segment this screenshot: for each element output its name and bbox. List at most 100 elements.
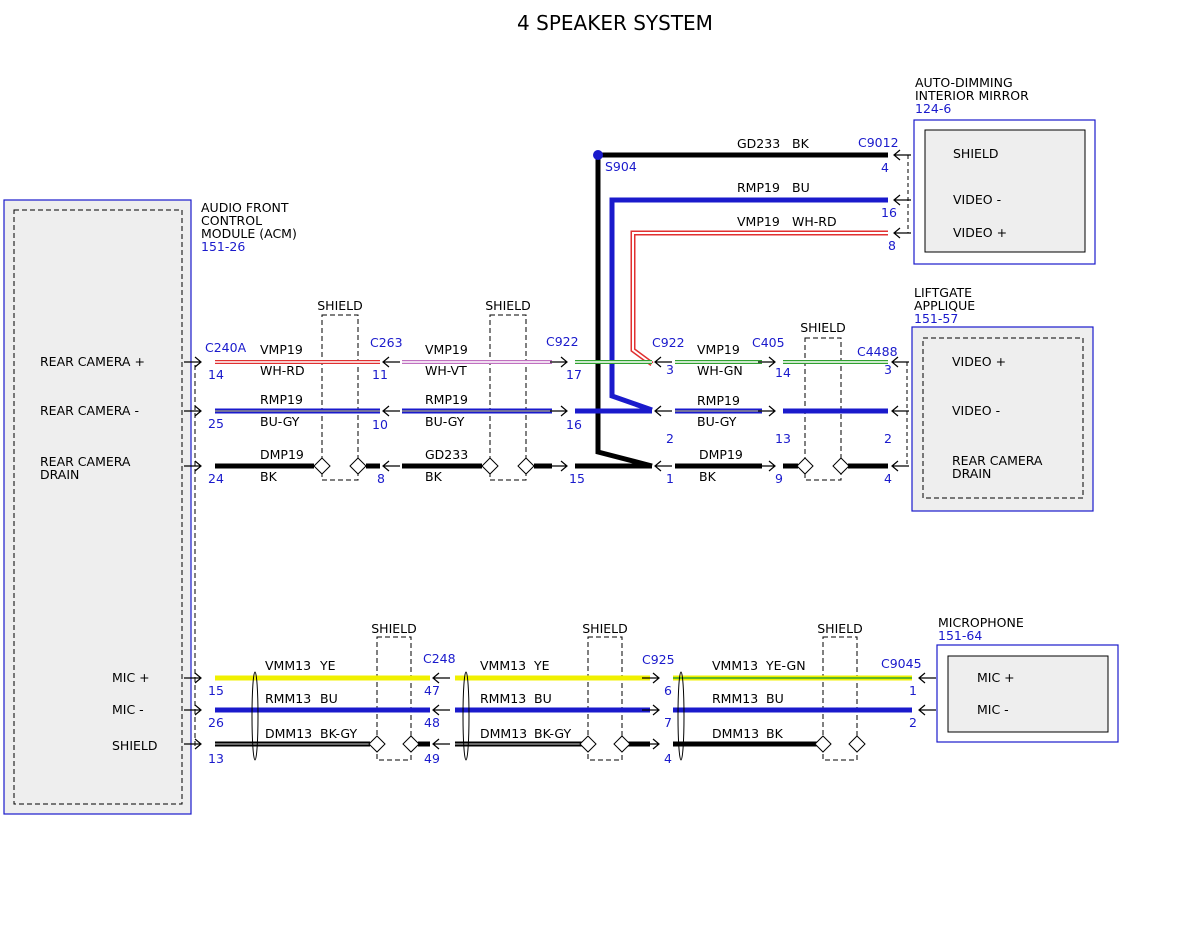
liftgate-pin-drain-1: REAR CAMERA <box>952 453 1043 468</box>
circuit-dmp19-s1-id: DMP19 <box>260 447 304 462</box>
mirror-name-line-2: INTERIOR MIRROR <box>915 88 1029 103</box>
connector-c922-a: C922 <box>546 334 579 349</box>
circuit-rmp19-s1-id: RMP19 <box>260 392 303 407</box>
connector-arrow-left <box>432 704 450 716</box>
circuit-rmm13-m3-id: RMM13 <box>712 691 758 706</box>
pin-acm-25: 25 <box>208 416 224 431</box>
circuit-vmp19-top-id: VMP19 <box>737 214 780 229</box>
pin-c4488-4: 4 <box>884 471 892 486</box>
connector-arrow-right <box>184 672 202 684</box>
acm-pin-rear-camera-plus: REAR CAMERA + <box>40 354 145 369</box>
circuit-dmm13-m1-id: DMM13 <box>265 726 312 741</box>
acm-name-line-3: MODULE (ACM) <box>201 226 297 241</box>
circuit-dmm13-m3-color: BK <box>766 726 784 741</box>
pin-acm-26: 26 <box>208 715 224 730</box>
pin-c405-9: 9 <box>775 471 783 486</box>
pin-c405-13: 13 <box>775 431 791 446</box>
shield-box-6: SHIELD <box>817 621 863 761</box>
circuit-vmm13-m1-color: YE <box>319 658 336 673</box>
mirror-ref: 124-6 <box>915 101 951 116</box>
shield-label-4: SHIELD <box>371 621 417 636</box>
microphone-pin-mic-plus: MIC + <box>977 670 1015 685</box>
liftgate-pin-drain-2: DRAIN <box>952 466 991 481</box>
connector-arrow-left <box>654 460 672 472</box>
microphone-module: MICROPHONE 151-64 MIC + MIC - <box>936 615 1119 743</box>
mirror-pin-video-minus: VIDEO - <box>953 192 1001 207</box>
pin-c248-48: 48 <box>424 715 440 730</box>
circuit-dmp19-s1-color: BK <box>260 469 278 484</box>
circuit-gd233-top-id: GD233 <box>737 136 780 151</box>
pin-c922b-3: 3 <box>666 362 674 377</box>
twisted-pair-marks <box>251 671 685 761</box>
connector-arrow-left <box>382 405 400 417</box>
connector-c248: C248 <box>423 651 456 666</box>
shield-label-1: SHIELD <box>317 298 363 313</box>
circuit-dmm13-m2-id: DMM13 <box>480 726 527 741</box>
circuit-dmp19-s3-color: BK <box>699 469 717 484</box>
microphone-pin-mic-minus: MIC - <box>977 702 1009 717</box>
connector-arrow-right <box>758 460 776 472</box>
acm-pin-shield: SHIELD <box>112 738 158 753</box>
shield-terminals-camera <box>313 457 850 475</box>
circuit-gd233-top-color: BK <box>792 136 810 151</box>
splice-label: S904 <box>605 159 637 174</box>
acm-name-line-2: CONTROL <box>201 213 262 228</box>
connector-c4488: C4488 <box>857 344 898 359</box>
liftgate-name-line-1: LIFTGATE <box>914 285 972 300</box>
mirror-pin-shield: SHIELD <box>953 146 999 161</box>
shield-label-5: SHIELD <box>582 621 628 636</box>
circuit-rmm13-m3-color: BU <box>766 691 784 706</box>
shield-label-3: SHIELD <box>800 320 846 335</box>
circuit-dmm13-m3-id: DMM13 <box>712 726 759 741</box>
wire-gd233-drop <box>595 155 653 469</box>
circuit-rmp19-s3-color: BU-GY <box>697 414 737 429</box>
connector-c9012: C9012 <box>858 135 899 150</box>
microphone-ref: 151-64 <box>938 628 982 643</box>
connector-arrow-right <box>758 405 776 417</box>
circuit-vmm13-m3-id: VMM13 <box>712 658 758 673</box>
circuit-rmp19-s2-id: RMP19 <box>425 392 468 407</box>
connector-arrow-left <box>654 405 672 417</box>
circuit-rmp19-s2-color: BU-GY <box>425 414 465 429</box>
shield-box-3: SHIELD <box>800 320 846 481</box>
connector-arrow-right <box>184 356 202 368</box>
pin-c263-11: 11 <box>372 367 388 382</box>
connector-arrow-right <box>642 738 660 750</box>
circuit-gd233-s2-color: BK <box>425 469 443 484</box>
liftgate-name-line-2: APPLIQUE <box>914 298 975 313</box>
acm-pin-rear-camera-drain-1: REAR CAMERA <box>40 454 131 469</box>
splice-dot <box>593 150 603 160</box>
mirror-module: AUTO-DIMMING INTERIOR MIRROR 124-6 SHIEL… <box>913 75 1096 265</box>
shield-box-1: SHIELD <box>317 298 363 481</box>
pin-c922-16: 16 <box>566 417 582 432</box>
circuit-vmm13-m1-id: VMM13 <box>265 658 311 673</box>
connector-arrow-right <box>184 405 202 417</box>
connector-arrow-left <box>654 356 672 368</box>
connector-arrows <box>184 149 936 750</box>
pin-c9012-4: 4 <box>881 160 889 175</box>
pin-c925-4: 4 <box>664 751 672 766</box>
shield-terminals-mic <box>368 735 866 753</box>
shield-box-2: SHIELD <box>485 298 531 481</box>
pin-acm-24: 24 <box>208 471 224 486</box>
circuit-vmp19-s2-id: VMP19 <box>425 342 468 357</box>
connector-c9045: C9045 <box>881 656 922 671</box>
pin-acm-13: 13 <box>208 751 224 766</box>
shield-box-4: SHIELD <box>371 621 417 761</box>
pin-c263-10: 10 <box>372 417 388 432</box>
connector-c405: C405 <box>752 335 785 350</box>
pin-acm-14: 14 <box>208 367 224 382</box>
acm-pin-rear-camera-minus: REAR CAMERA - <box>40 403 139 418</box>
pin-acm-15: 15 <box>208 683 224 698</box>
liftgate-pin-video-plus: VIDEO + <box>952 354 1006 369</box>
connector-c263: C263 <box>370 335 403 350</box>
connector-arrow-right <box>550 460 568 472</box>
pin-c9045-1: 1 <box>909 683 917 698</box>
acm-pin-mic-minus: MIC - <box>112 702 144 717</box>
pin-c925-6: 6 <box>664 683 672 698</box>
connector-arrow-left <box>891 405 909 417</box>
circuit-dmp19-s3-id: DMP19 <box>699 447 743 462</box>
connector-arrow-left <box>893 194 911 206</box>
pin-c263-8: 8 <box>377 471 385 486</box>
